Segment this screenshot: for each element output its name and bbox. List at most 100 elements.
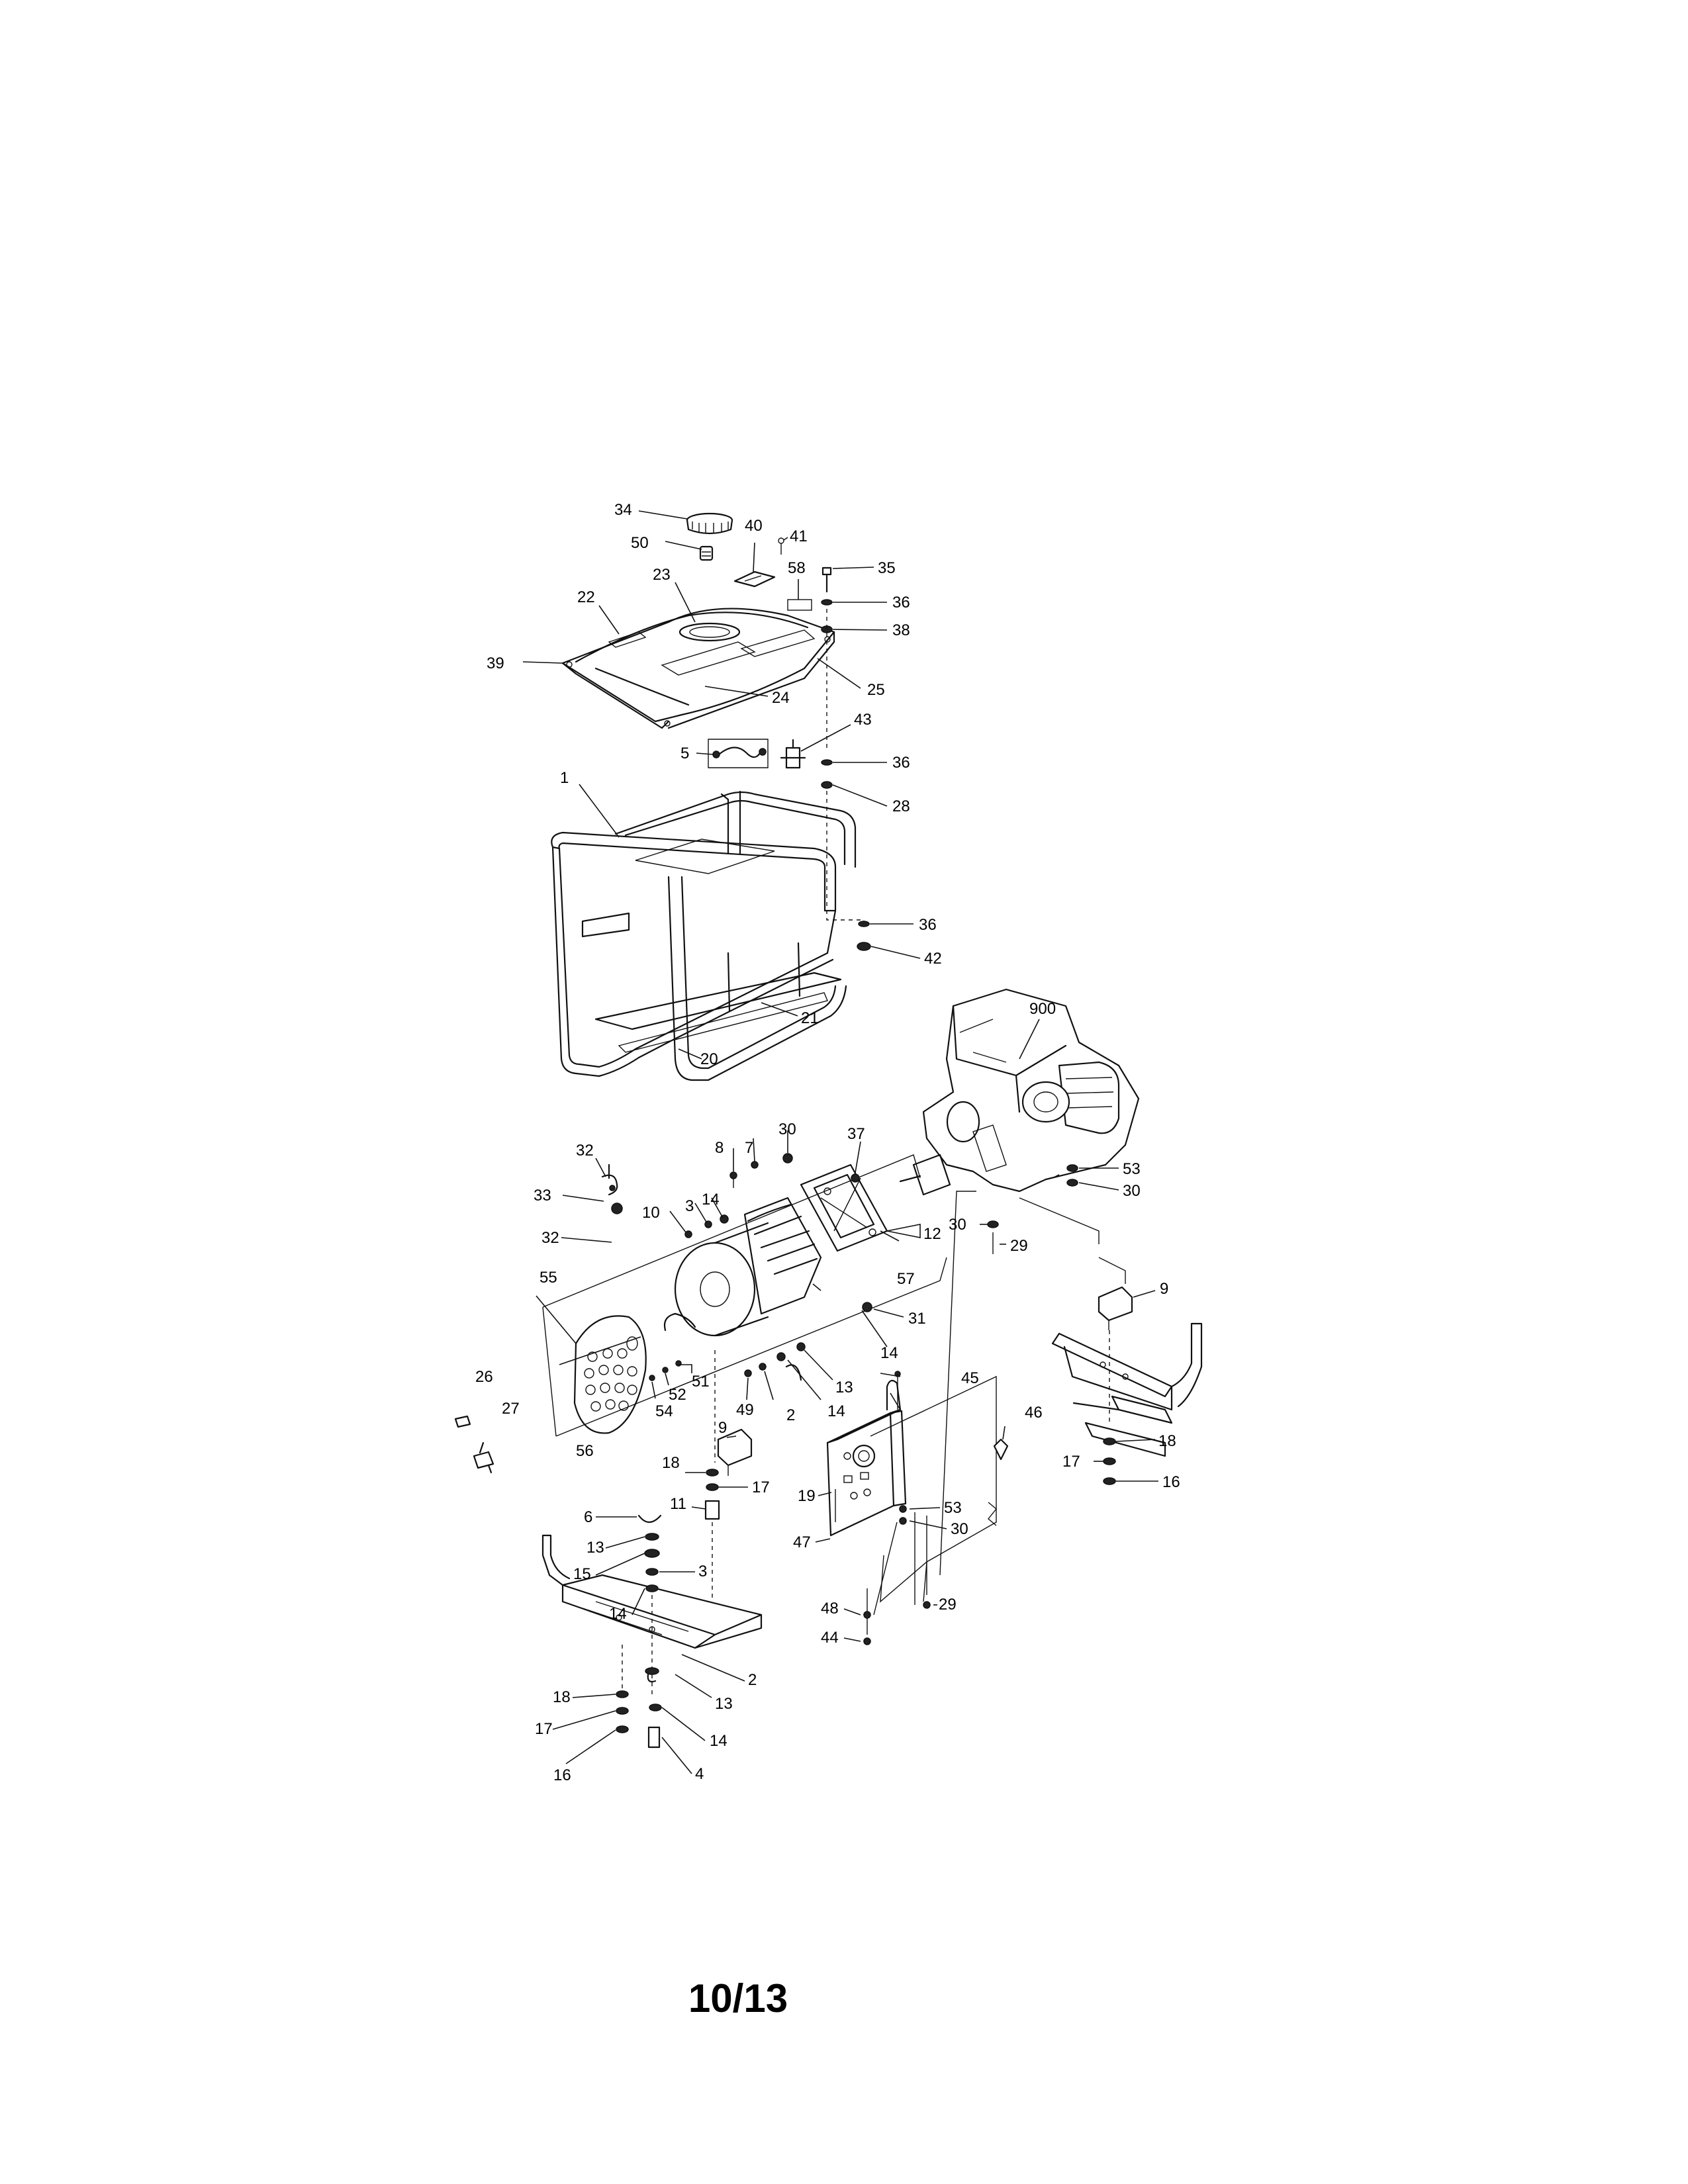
- callout-41: 41: [790, 527, 808, 545]
- callout-14-b: 14: [880, 1344, 898, 1362]
- callout-900: 900: [1029, 1000, 1056, 1018]
- callout-33: 33: [534, 1187, 551, 1205]
- callout-35: 35: [878, 559, 896, 577]
- callout-40: 40: [745, 517, 763, 535]
- callout-25: 25: [867, 681, 885, 699]
- callout-10: 10: [642, 1204, 660, 1222]
- callout-54: 54: [655, 1402, 673, 1420]
- callout-13-low: 13: [715, 1695, 733, 1713]
- callout-17-mid: 17: [752, 1479, 770, 1496]
- callout-4: 4: [695, 1765, 704, 1783]
- callout-34: 34: [614, 501, 632, 519]
- callout-17-left: 17: [535, 1720, 553, 1738]
- engine: [899, 988, 1140, 1196]
- callout-30-low: 30: [951, 1520, 968, 1538]
- callout-24: 24: [772, 689, 790, 707]
- callout-15: 15: [573, 1565, 591, 1583]
- callout-29-low: 29: [939, 1596, 957, 1614]
- callout-37: 37: [847, 1125, 865, 1143]
- fuel-line-kit: [708, 739, 769, 768]
- small-hardware: [454, 1153, 872, 1474]
- mount-9-left: [717, 1428, 753, 1476]
- fuel-valve: [780, 739, 806, 769]
- callout-14-a: 14: [702, 1191, 720, 1208]
- callout-53-right: 53: [1123, 1160, 1141, 1178]
- callout-20: 20: [700, 1050, 718, 1068]
- callout-31: 31: [908, 1310, 926, 1328]
- callout-21: 21: [801, 1009, 819, 1027]
- panel-hardware: [863, 1371, 1009, 1645]
- callout-48: 48: [821, 1600, 839, 1617]
- main-frame: [551, 790, 857, 1081]
- callout-56: 56: [576, 1442, 594, 1460]
- callout-43: 43: [854, 711, 872, 729]
- callout-50: 50: [631, 534, 649, 552]
- callout-17-right: 17: [1062, 1453, 1080, 1471]
- left-vibration-stack: [616, 1350, 720, 1749]
- control-panel-outline: [870, 1375, 997, 1603]
- left-cradle: [541, 1534, 763, 1683]
- callout-52: 52: [669, 1386, 686, 1404]
- callout-14-c: 14: [827, 1402, 845, 1420]
- callout-9-left: 9: [718, 1419, 727, 1437]
- callout-7: 7: [745, 1139, 753, 1157]
- callout-27: 27: [502, 1400, 520, 1418]
- callout-14-d: 14: [609, 1605, 627, 1623]
- callout-32-top: 32: [576, 1142, 594, 1160]
- callout-12: 12: [923, 1225, 941, 1243]
- callout-28: 28: [892, 797, 910, 815]
- callout-8: 8: [715, 1139, 724, 1157]
- fuel-gauge: [733, 570, 776, 588]
- callout-18-left: 18: [553, 1688, 571, 1706]
- callout-53-low: 53: [944, 1499, 962, 1517]
- callout-44: 44: [821, 1629, 839, 1647]
- callout-2-low: 2: [748, 1671, 757, 1689]
- callout-30-mid: 30: [949, 1216, 966, 1234]
- callout-5: 5: [680, 745, 689, 762]
- callout-18-mid: 18: [662, 1454, 680, 1472]
- alternator-mounting-plate: [800, 1163, 888, 1252]
- callout-38: 38: [892, 621, 910, 639]
- fuel-tank: [561, 608, 835, 729]
- callout-13-mid: 13: [586, 1539, 604, 1557]
- page-number: 10/13: [688, 1976, 788, 2021]
- callout-9-right: 9: [1160, 1280, 1168, 1298]
- callout-58: 58: [788, 559, 806, 577]
- alternator-stator: [674, 1197, 822, 1337]
- callout-19: 19: [798, 1487, 816, 1505]
- callout-labels: 34 40 41 50 35 23 58 22 36 38 39 25 24 4…: [475, 501, 1180, 1784]
- control-panel: [826, 1379, 907, 1537]
- callout-30-right: 30: [1123, 1182, 1141, 1200]
- callout-55: 55: [539, 1269, 557, 1287]
- callout-47: 47: [793, 1533, 811, 1551]
- callout-2-top: 2: [786, 1406, 795, 1424]
- callout-23: 23: [653, 566, 671, 584]
- callout-1: 1: [560, 769, 569, 787]
- callout-32-mid: 32: [541, 1229, 559, 1247]
- engine-bolts: [939, 1164, 1100, 1576]
- callout-16-right: 16: [1162, 1473, 1180, 1491]
- fuel-cap: [686, 512, 733, 535]
- callout-39: 39: [487, 655, 504, 672]
- callout-36-top: 36: [892, 594, 910, 612]
- callout-11: 11: [670, 1495, 686, 1513]
- callout-30-top: 30: [778, 1120, 796, 1138]
- callout-46: 46: [1025, 1404, 1043, 1422]
- callout-13-top: 13: [835, 1379, 853, 1396]
- callout-57: 57: [897, 1270, 915, 1288]
- callout-14-e: 14: [710, 1732, 727, 1750]
- leader-lines: [522, 510, 1158, 1774]
- assembly-outline: [542, 1154, 947, 1437]
- callout-29-top: 29: [1010, 1237, 1028, 1255]
- callout-45: 45: [961, 1369, 979, 1387]
- callout-6: 6: [584, 1508, 592, 1526]
- right-cradle: [1051, 1322, 1203, 1457]
- fuel-strainer: [699, 545, 714, 561]
- screw-41: [778, 537, 784, 555]
- mount-9-right: [1098, 1286, 1133, 1330]
- callout-3-b: 3: [698, 1563, 707, 1580]
- rear-bearing-cover: [573, 1315, 647, 1434]
- decal-58: [787, 599, 812, 611]
- callout-49: 49: [736, 1401, 754, 1419]
